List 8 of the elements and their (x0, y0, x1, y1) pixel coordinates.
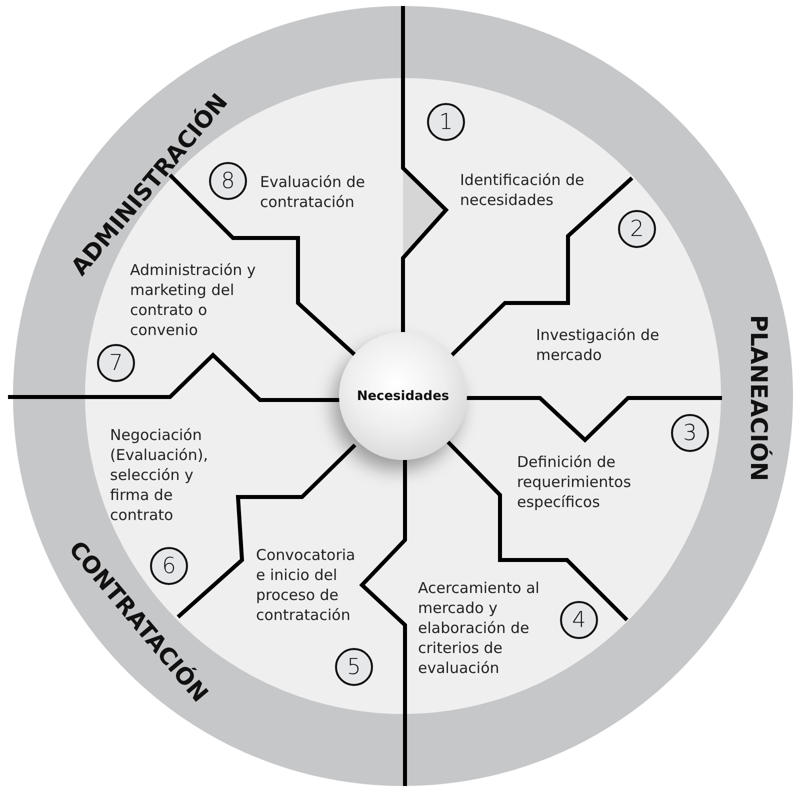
step-description: Investigación de mercado (536, 325, 660, 365)
step-description: Definición de requerimientos específicos (517, 452, 632, 512)
step-description: Acercamiento al mercado y elaboración de criterios de evaluación (418, 578, 540, 678)
step-description: Identificación de necesidades (460, 170, 586, 210)
step-description: Negociación (Evaluación), selección y firma de contrato (110, 425, 209, 525)
phase-label: PLANEACIÓN (745, 314, 771, 482)
step-description: Evaluación de contratación (260, 172, 366, 212)
step-description: Convocatoria e inicio del proceso de contratación (256, 545, 356, 625)
